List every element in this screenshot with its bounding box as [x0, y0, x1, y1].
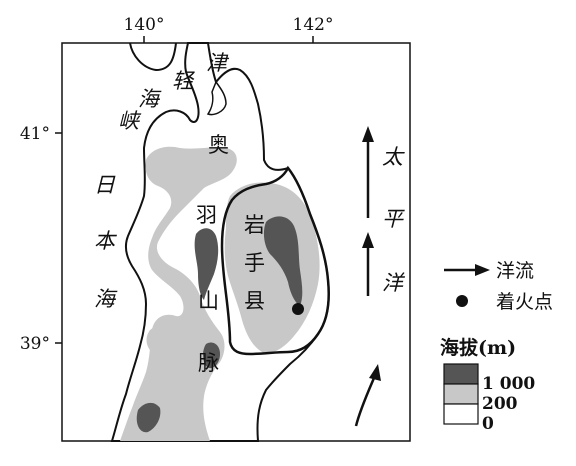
- arrowhead-middle: [362, 232, 374, 248]
- hokkaido-coast: [129, 42, 177, 72]
- current-arrow-south: [354, 377, 376, 427]
- label-sea-of-japan-3: 海: [94, 287, 118, 311]
- high-elevation-ou-south: [203, 342, 220, 369]
- ignition-point-marker: [292, 303, 304, 315]
- high-elevation-south: [136, 402, 161, 433]
- legend-level-1000: 1 000: [482, 374, 535, 394]
- legend-swatch-mid: [443, 383, 479, 405]
- label-ou-mountains-4: 脉: [198, 351, 219, 375]
- arrowhead-south: [369, 364, 381, 381]
- label-tsugaru-3: 海: [138, 87, 162, 111]
- label-iwate-1: 岩: [244, 213, 265, 237]
- iwate-boundary: [220, 165, 330, 356]
- label-pacific-2: 平: [382, 207, 405, 231]
- legend-swatch-low: [443, 403, 479, 425]
- legend-ignition-label: 着火点: [496, 291, 553, 313]
- label-lat-41: 41°: [20, 124, 50, 144]
- label-tsugaru-1: 津: [206, 51, 230, 75]
- label-ou-mountains-3: 山: [198, 289, 219, 313]
- high-elevation-ou-north: [194, 228, 219, 300]
- label-sea-of-japan-2: 本: [94, 229, 117, 253]
- label-sea-of-japan-1: 日: [94, 173, 116, 197]
- label-lon-140: 140°: [124, 15, 165, 35]
- label-tsugaru-2: 轻: [172, 69, 195, 93]
- high-elevation-iwate: [263, 216, 303, 306]
- label-iwate-3: 县: [244, 289, 265, 313]
- legend-ignition-dot: [456, 295, 468, 307]
- label-pacific-1: 太: [382, 145, 405, 169]
- label-lon-142: 142°: [293, 15, 334, 35]
- legend-current-arrowhead: [475, 264, 490, 276]
- label-iwate-2: 手: [244, 251, 265, 275]
- legend-level-0: 0: [482, 414, 494, 434]
- legend-level-200: 200: [482, 394, 518, 414]
- mid-elevation-south-west: [146, 322, 194, 359]
- label-lat-39: 39°: [20, 334, 50, 354]
- label-ou-mountains-2: 羽: [196, 203, 217, 227]
- label-ou-mountains-1: 奥: [208, 133, 229, 157]
- legend: 洋流 着火点 海拔(m) 1 000 200 0: [440, 260, 553, 434]
- peninsula: [206, 80, 227, 116]
- legend-current-label: 洋流: [496, 260, 534, 282]
- legend-swatch-high: [443, 363, 479, 385]
- label-pacific-3: 洋: [382, 271, 406, 295]
- legend-elevation-title: 海拔(m): [440, 336, 516, 359]
- label-tsugaru-4: 峡: [118, 109, 142, 133]
- arrowhead-north: [362, 126, 374, 142]
- ocean-current-arrows: [354, 126, 381, 427]
- mid-elevation-west: [120, 146, 237, 441]
